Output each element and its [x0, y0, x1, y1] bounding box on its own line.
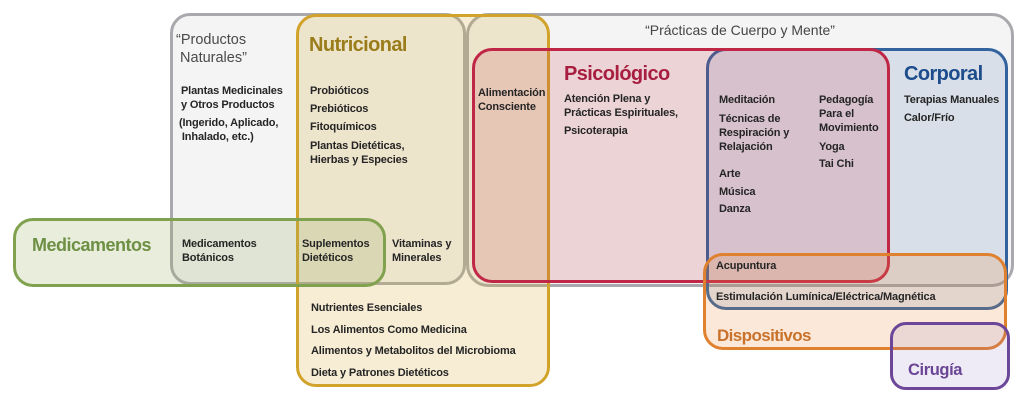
item-pedagogia-movimiento: Pedagogía Para el Movimiento	[819, 94, 879, 134]
item-atencion-plena: Atención Plena y Prácticas Espirituales,	[564, 93, 678, 119]
corporal-title: Corporal	[904, 63, 983, 85]
productos-naturales-title: “Productos Naturales”	[176, 32, 247, 66]
item-musica: Música	[719, 186, 756, 198]
psicologico-box	[472, 48, 890, 283]
item-psicoterapia: Psicoterapia	[564, 125, 628, 137]
item-ingerido-aplicado: (Ingerido, Aplicado, Inhalado, etc.)	[179, 117, 279, 143]
productos-naturales-box	[170, 13, 466, 285]
corporal-box	[706, 48, 1008, 310]
dispositivos-box	[703, 253, 1007, 350]
medicamentos-box	[13, 218, 386, 287]
cirugia-box	[890, 322, 1010, 390]
item-meditacion: Meditación	[719, 94, 775, 106]
item-plantas-medicinales: Plantas Medicinales y Otros Productos	[181, 85, 283, 111]
item-vitaminas-minerales: Vitaminas y Minerales	[392, 238, 452, 264]
item-plantas-dieteticas: Plantas Dietéticas, Hierbas y Especies	[310, 140, 408, 166]
medicamentos-title: Medicamentos	[32, 235, 152, 255]
dispositivos-title: Dispositivos	[717, 326, 811, 345]
item-fitoquimicos: Fitoquímicos	[310, 121, 377, 133]
cirugia-title: Cirugía	[908, 361, 963, 379]
item-metabolitos-microbioma: Alimentos y Metabolitos del Microbioma	[311, 345, 516, 357]
item-nutrientes-esenciales: Nutrientes Esenciales	[311, 302, 423, 314]
nutricional-title: Nutricional	[309, 34, 407, 56]
practicas-cuerpo-mente-title: “Prácticas de Cuerpo y Mente”	[645, 22, 835, 38]
nutricional-box	[296, 14, 550, 387]
item-suplementos-dieteticos: Suplementos Dietéticos	[302, 238, 370, 264]
item-medicamentos-botanicos: Medicamentos Botánicos	[182, 238, 257, 264]
item-alimentos-como-medicina: Los Alimentos Como Medicina	[311, 324, 467, 336]
item-dieta-patrones: Dieta y Patrones Dietéticos	[311, 367, 449, 379]
item-tecnicas-respiracion: Técnicas de Respiración y Relajación	[719, 113, 790, 153]
item-tai-chi: Tai Chi	[819, 158, 854, 170]
item-estimulacion: Estimulación Lumínica/Eléctrica/Magnétic…	[716, 291, 936, 303]
psicologico-title: Psicológico	[564, 63, 670, 85]
item-arte: Arte	[719, 168, 741, 180]
item-acupuntura: Acupuntura	[716, 260, 777, 272]
practicas-cuerpo-mente-box	[466, 13, 1014, 287]
item-prebioticos: Prebióticos	[310, 103, 369, 115]
item-danza: Danza	[719, 203, 751, 215]
item-alimentacion-consciente: Alimentación Consciente	[478, 87, 546, 113]
item-yoga: Yoga	[819, 141, 845, 153]
item-probioticos: Probióticos	[310, 85, 369, 97]
item-terapias-manuales: Terapias Manuales	[904, 94, 1000, 106]
item-calor-frio: Calor/Frío	[904, 112, 955, 124]
